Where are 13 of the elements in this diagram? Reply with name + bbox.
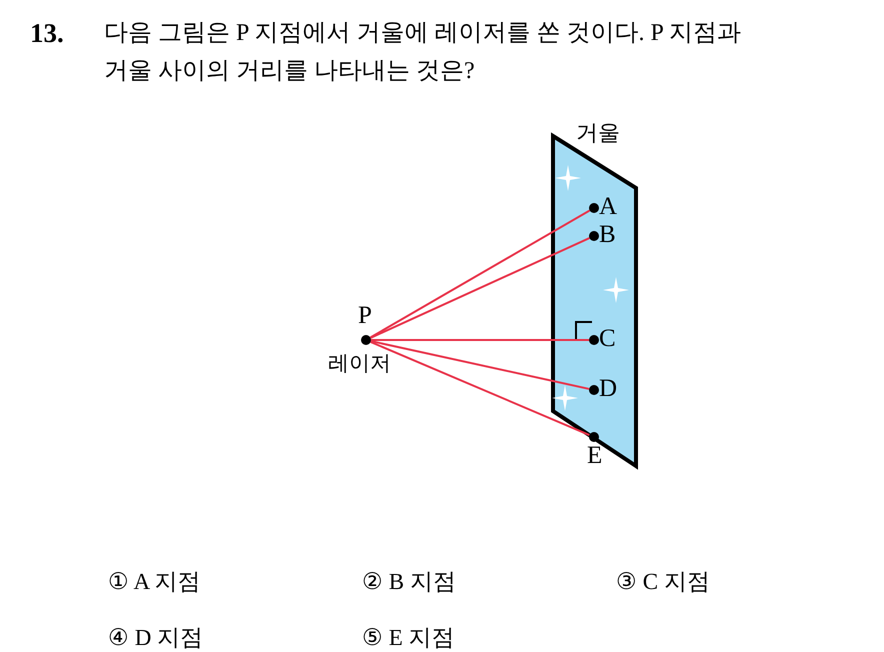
laser-beam bbox=[371, 339, 589, 341]
answer-choice: ① A 지점 bbox=[108, 568, 201, 596]
answer-choice: ⑤ E 지점 bbox=[362, 624, 455, 652]
laser-beam bbox=[370, 237, 590, 339]
point-caption: 레이저 bbox=[328, 350, 391, 376]
mirror-label: 거울 bbox=[576, 120, 620, 148]
question-text: 다음 그림은 P 지점에서 거울에 레이저를 쏜 것이다. P 지점과 거울 사이의 거리를 나타내는 것은? bbox=[104, 19, 742, 86]
laser-beam bbox=[370, 340, 590, 390]
answer-choice: ④ D 지점 bbox=[108, 624, 204, 652]
answer-choice: ② B 지점 bbox=[362, 568, 456, 596]
laser-beam bbox=[370, 210, 590, 338]
answer-choice: ③ C 지점 bbox=[616, 568, 710, 596]
question-number: 13. bbox=[30, 17, 64, 50]
